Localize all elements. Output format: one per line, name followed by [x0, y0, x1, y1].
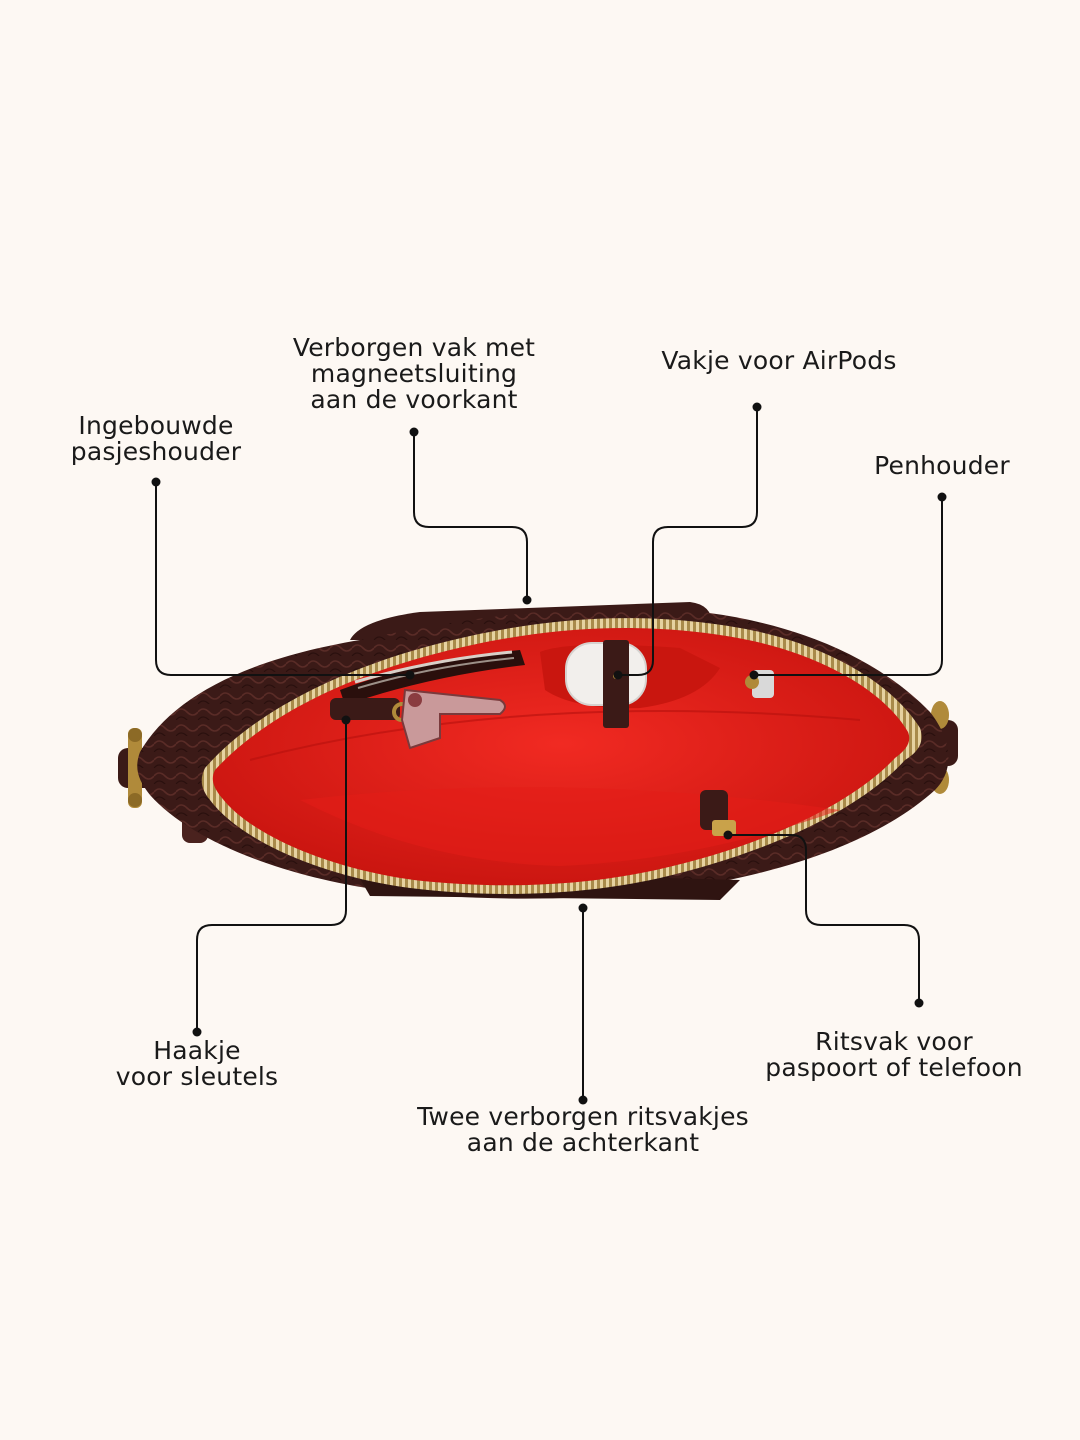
airpods-pocket [540, 640, 720, 728]
label-card-holder: Ingebouwde pasjeshouder [70, 411, 242, 466]
label-zip-pocket: Ritsvak voor paspoort of telefoon [765, 1027, 1023, 1082]
label-airpods-pocket: Vakje voor AirPods [661, 346, 897, 375]
callout-line-zip-pocket [728, 834, 920, 1003]
callout-line-magnetic-pocket [413, 432, 528, 600]
callout-line-pen-holder [754, 497, 943, 676]
callout-line-card-holder [155, 482, 410, 676]
card-slot [340, 650, 525, 705]
callout-lines [155, 407, 943, 1100]
callout-line-airpods [618, 407, 758, 676]
label-key-hook: Haakje voor sleutels [115, 1036, 279, 1091]
label-back-zip-pockets: Twee verborgen ritsvakjes aan de achterk… [417, 1102, 749, 1157]
label-pen-holder: Penhouder [874, 451, 1010, 480]
callout-line-key-hook [196, 720, 347, 1032]
key-hook [330, 688, 506, 750]
callout-dots [151, 402, 947, 1105]
label-magnetic-pocket: Verborgen vak met magneetsluiting aan de… [292, 333, 536, 414]
